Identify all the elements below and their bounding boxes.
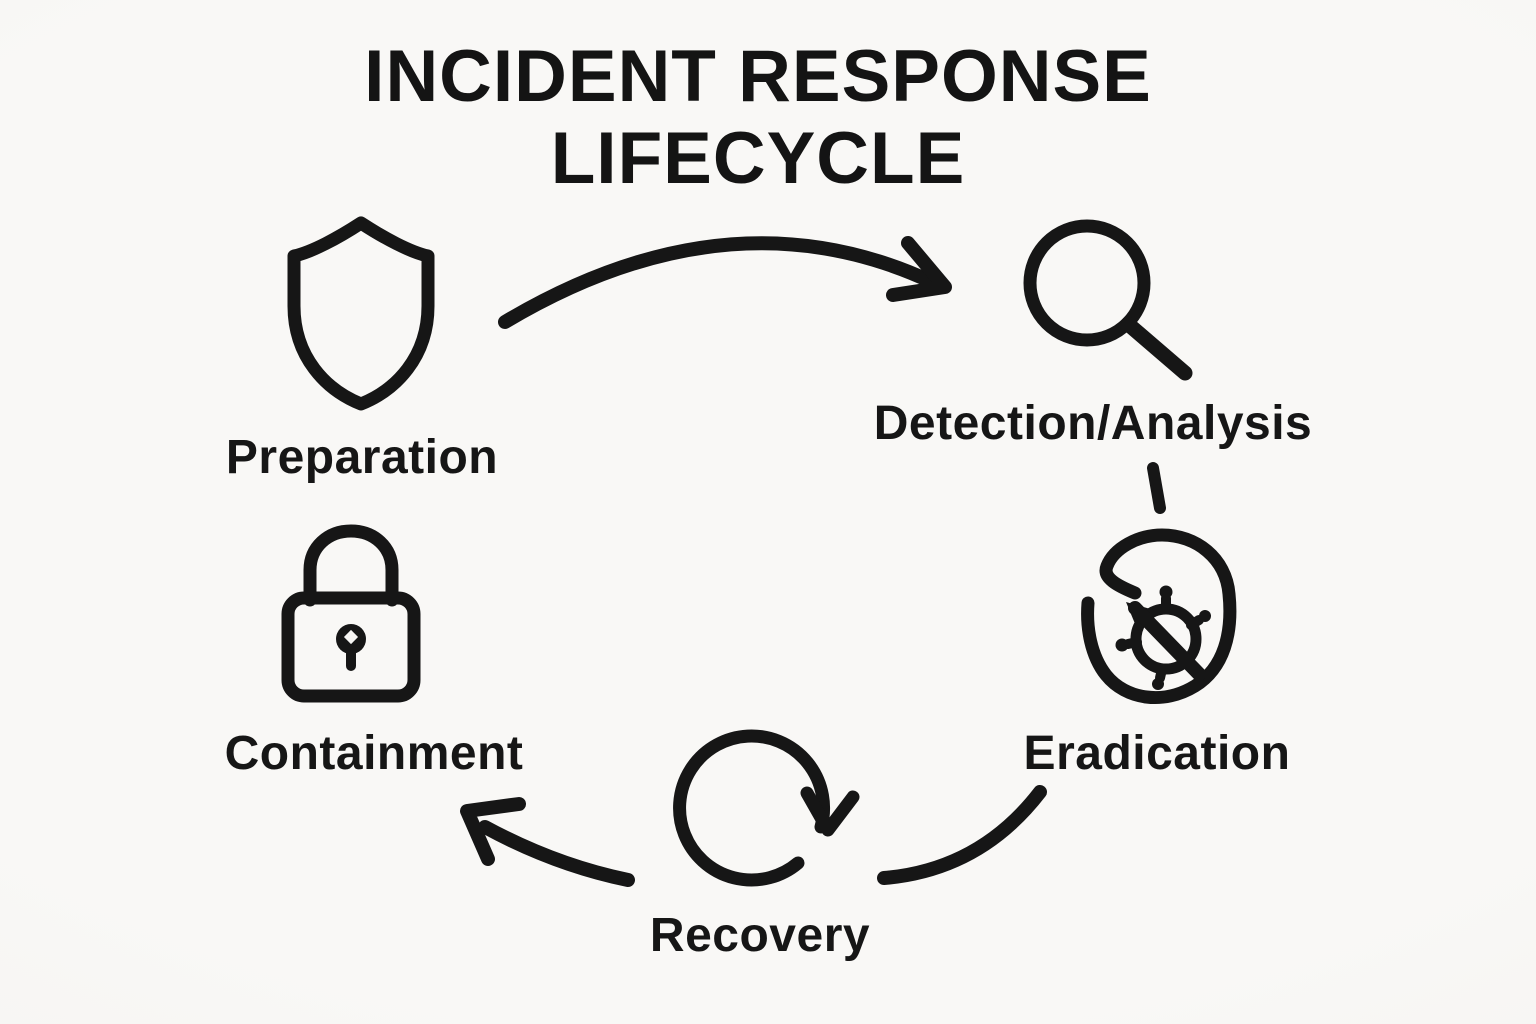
cycle-arrow-icon — [660, 720, 860, 898]
magnifying-glass-icon — [1015, 213, 1195, 385]
stage-label-containment: Containment — [224, 727, 524, 780]
arrow-recovery-to-containment — [452, 793, 642, 898]
curve-eradication-to-recovery — [868, 778, 1058, 896]
arrow-preparation-to-detection — [495, 178, 965, 338]
stage-label-eradication: Eradication — [1023, 727, 1291, 780]
page-title: INCIDENT RESPONSE LIFECYCLE — [364, 36, 1152, 200]
stage-label-detection: Detection/Analysis — [873, 397, 1313, 450]
virus-slash-icon — [1078, 528, 1246, 710]
stage-label-preparation: Preparation — [225, 431, 499, 484]
title-line-2: LIFECYCLE — [550, 117, 966, 199]
stage-label-recovery: Recovery — [649, 909, 871, 962]
dashed-line-detection-to-eradication — [1140, 460, 1174, 520]
padlock-icon — [280, 518, 422, 703]
shield-icon — [276, 212, 446, 414]
title-line-1: INCIDENT RESPONSE — [364, 36, 1152, 117]
